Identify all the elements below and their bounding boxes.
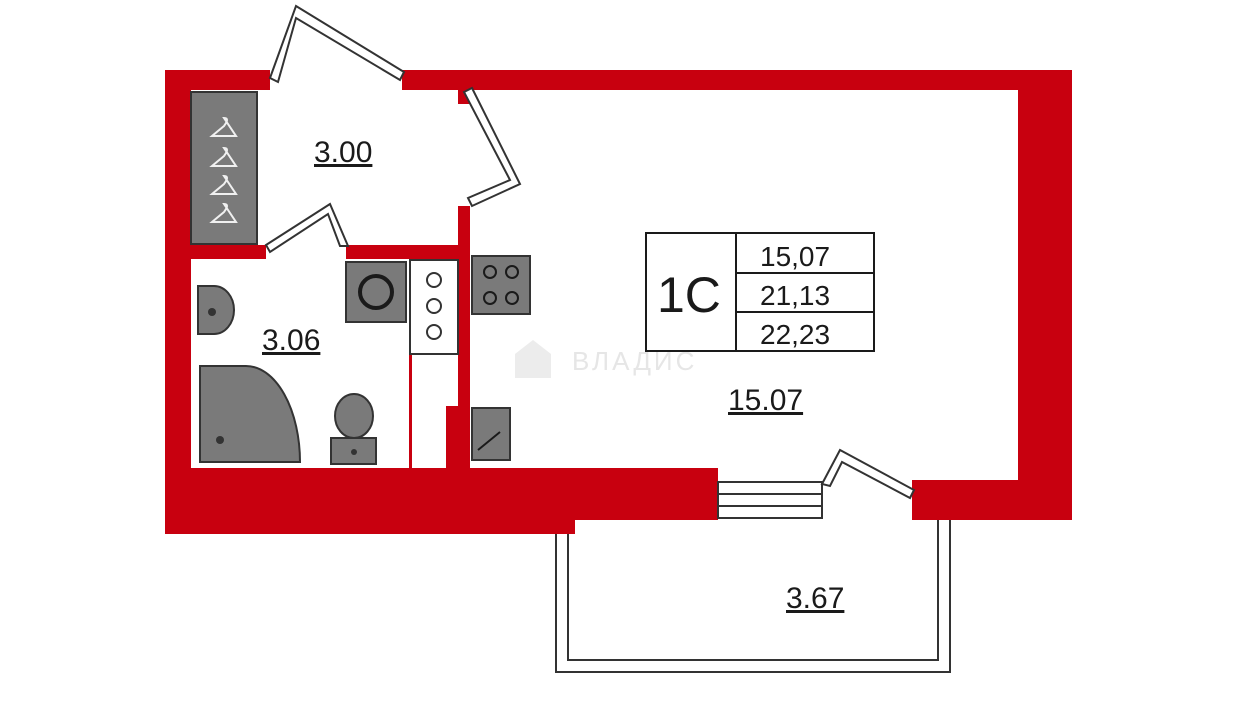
wardrobe-body (190, 91, 258, 245)
legend-values-box (735, 232, 875, 352)
hanger-icon (209, 202, 238, 223)
wall-bath-top-right (346, 245, 464, 259)
balcony-door (820, 448, 916, 500)
area-legend: 1С 15,07 21,13 22,23 (645, 232, 875, 352)
wall-top-left (165, 70, 270, 90)
wall-bath-divider (409, 259, 412, 468)
hall-area-label: 3.00 (314, 136, 372, 169)
living-area-label: 15.07 (728, 384, 803, 417)
wall-partition-middle (458, 206, 470, 406)
balcony-area-label: 3.67 (786, 582, 844, 615)
legend-type-box (645, 232, 737, 352)
wall-bottom-right (912, 480, 1072, 520)
sink-icon (197, 285, 235, 335)
balcony-inner-outline (567, 520, 939, 661)
legend-total-with-balcony: 22,23 (760, 319, 830, 350)
wall-right (1018, 70, 1072, 520)
walls (165, 70, 1072, 534)
wall-partition-lower (446, 406, 470, 470)
washing-machine-icon (345, 261, 407, 323)
shower-icon (199, 365, 302, 463)
doors (264, 4, 916, 500)
balcony (555, 520, 951, 673)
wall-top-right (402, 70, 1072, 90)
kitchen-counter (409, 259, 459, 355)
stove-icon (471, 255, 531, 315)
wall-bath-top (191, 245, 266, 259)
wardrobe (190, 91, 258, 245)
house-icon (515, 340, 551, 378)
legend-total-area: 21,13 (760, 280, 830, 311)
hanger-icon (209, 174, 238, 195)
toilet-icon (330, 393, 377, 465)
hall-door (462, 86, 522, 208)
wall-left (165, 70, 191, 534)
window (717, 481, 823, 519)
wall-bottom-left-step (165, 510, 575, 534)
entrance-door (268, 4, 406, 84)
apartment-type: 1С (657, 267, 721, 323)
kitchen-sink-icon (471, 407, 511, 461)
window-frame (717, 481, 823, 519)
legend-living-area: 15,07 (760, 241, 830, 272)
hanger-icon (209, 146, 238, 167)
hanger-icon (209, 116, 238, 137)
balcony-outline (555, 520, 951, 673)
bathroom-door (264, 202, 350, 254)
bathroom-area-label: 3.06 (262, 324, 320, 357)
